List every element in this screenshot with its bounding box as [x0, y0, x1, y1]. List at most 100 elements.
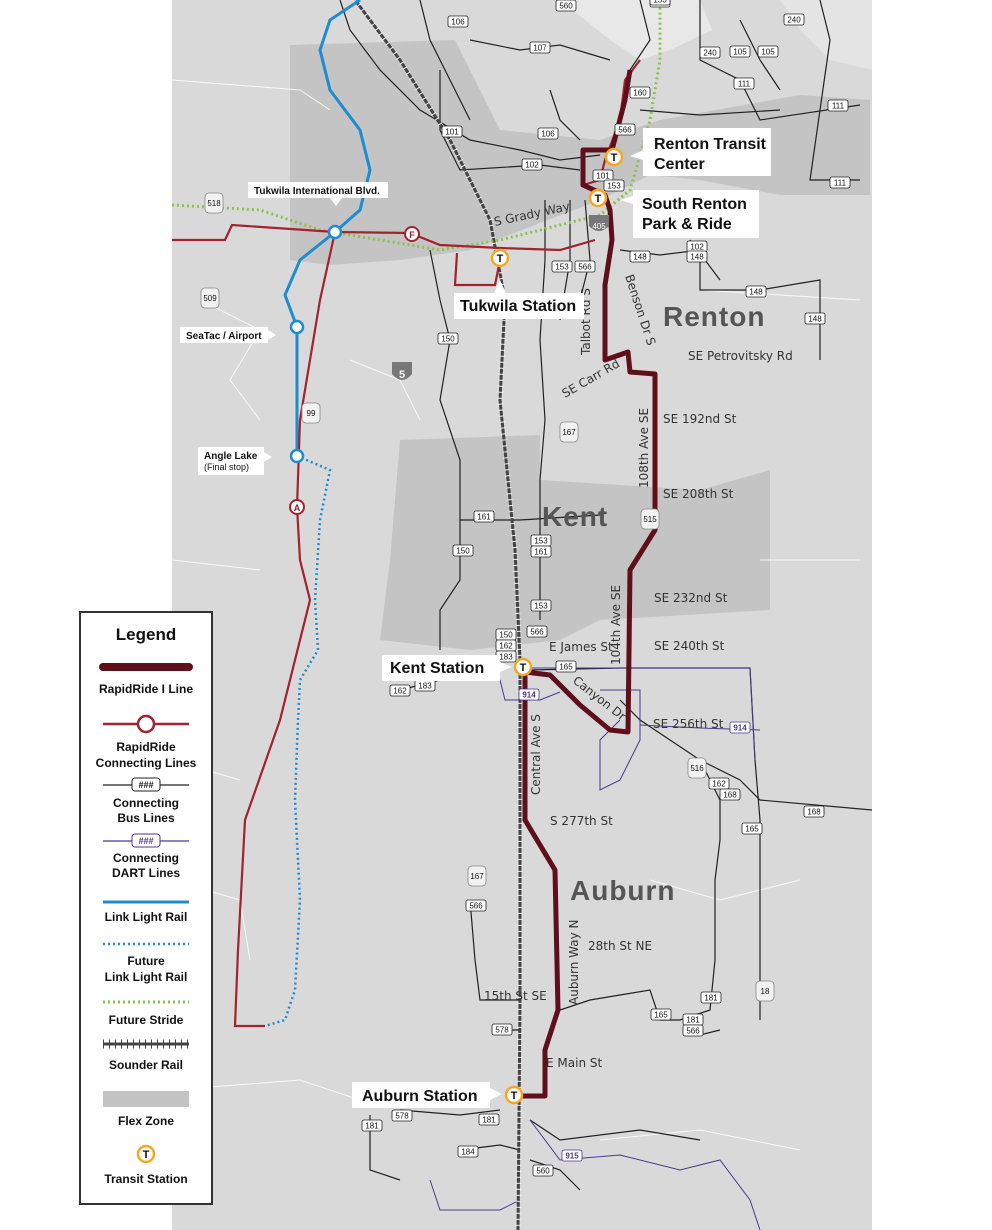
transit-station-marker	[604, 147, 624, 167]
city-renton: Renton	[663, 301, 765, 332]
route-number: 160	[633, 89, 647, 98]
flex-zones	[290, 40, 870, 650]
state-route-number: 515	[643, 515, 657, 524]
route-number: 566	[469, 902, 483, 911]
route-number: 111	[738, 80, 751, 89]
dart-number: 914	[522, 691, 536, 700]
route-number: 578	[395, 1112, 409, 1121]
route-number: 183	[499, 653, 513, 662]
route-number-box	[361, 1119, 383, 1132]
route-number: 111	[834, 179, 847, 188]
route-number-box	[491, 1023, 513, 1036]
interstate-405-shield: 405	[589, 215, 609, 231]
seatac-label: SeaTac / Airport	[180, 327, 276, 343]
street-se232: SE 232nd St	[654, 591, 728, 605]
street-se208: SE 208th St	[663, 487, 734, 501]
street-s277: S 277th St	[550, 814, 613, 828]
street-15th: 15th St SE	[484, 989, 547, 1003]
svg-text:5: 5	[399, 369, 405, 381]
street-auburnway: Auburn Way N	[567, 919, 581, 1005]
state-route-shield	[200, 287, 220, 309]
svg-text:SeaTac / Airport: SeaTac / Airport	[186, 331, 262, 342]
auburn-callout: Auburn Station	[352, 1082, 502, 1108]
route-number-box	[457, 1145, 479, 1158]
tukwila-callout: Tukwila Station	[454, 280, 584, 319]
route-number-box	[530, 599, 552, 612]
route-number-box	[452, 544, 474, 557]
dart-lines	[429, 667, 761, 1230]
route-number: 165	[559, 663, 573, 672]
route-number-box	[783, 13, 805, 26]
transit-station-letter: T	[595, 193, 602, 205]
route-number: 181	[482, 1116, 496, 1125]
route-number: 165	[654, 1011, 668, 1020]
angle-lake-station	[289, 448, 305, 464]
legend-flex-label: Flex Zone	[117, 1114, 174, 1128]
state-route-number: 516	[690, 764, 704, 773]
dart-number-box	[729, 721, 751, 734]
route-number: 101	[596, 172, 610, 181]
route-number-box	[592, 169, 614, 182]
route-number-box	[537, 127, 559, 140]
svg-text:Tukwila International Blvd.: Tukwila International Blvd.	[254, 186, 380, 197]
route-number-box	[614, 123, 636, 136]
renton-tc-callout: Renton Transit Center	[630, 128, 771, 176]
legend-dart-label-1: Connecting	[113, 851, 179, 865]
transit-station-marker	[513, 657, 533, 677]
route-number-box	[649, 0, 671, 6]
route-number: 111	[832, 102, 845, 111]
street-main: E Main St	[546, 1056, 602, 1070]
route-number-box	[465, 899, 487, 912]
city-kent: Kent	[542, 501, 608, 532]
route-number: 162	[499, 642, 513, 651]
transit-station-marker	[490, 248, 510, 268]
state-route-shield	[755, 980, 775, 1002]
state-route-number: 509	[203, 294, 217, 303]
route-number-box	[629, 86, 651, 99]
seatac-station	[289, 319, 305, 335]
legend-sounder-label: Sounder Rail	[108, 1058, 183, 1072]
route-number: 153	[534, 537, 548, 546]
route-number-box	[650, 1008, 672, 1021]
route-number: 148	[633, 253, 647, 262]
route-number: 566	[530, 628, 544, 637]
rapidride-i-line	[522, 69, 658, 1099]
route-number: 183	[418, 682, 432, 691]
minor-streets	[171, 79, 861, 1151]
state-route-number: 18	[761, 987, 770, 996]
dart-number: 914	[733, 724, 747, 733]
route-number-box	[757, 45, 779, 58]
route-a-marker: A	[289, 499, 305, 515]
legend-symbols: ### ### T	[99, 663, 193, 1164]
route-number: 161	[477, 513, 491, 522]
state-route-number: 99	[307, 409, 316, 418]
street-104th: 104th Ave SE	[609, 585, 623, 665]
dart-number-box	[518, 688, 540, 701]
route-number-box	[804, 312, 826, 325]
svg-text:F: F	[409, 230, 415, 240]
route-number: 240	[703, 49, 717, 58]
route-number: 560	[559, 2, 573, 11]
legend-bus-label-2: Bus Lines	[117, 811, 175, 825]
route-number-box	[629, 250, 651, 263]
route-number: 181	[686, 1016, 700, 1025]
route-number: 105	[733, 48, 747, 57]
svg-text:Center: Center	[654, 156, 705, 173]
svg-text:Renton Transit: Renton Transit	[654, 136, 767, 153]
legend-transit-label: Transit Station	[104, 1172, 188, 1186]
route-number-box	[682, 1024, 704, 1037]
route-number-box	[686, 250, 708, 263]
interstate-5-shield: 5	[392, 362, 412, 381]
route-number: 150	[499, 631, 513, 640]
route-number: 560	[536, 1167, 550, 1176]
street-central: Central Ave S	[529, 714, 543, 795]
route-number-box	[437, 332, 459, 345]
route-number-box	[603, 179, 625, 192]
legend-link-label: Link Light Rail	[104, 910, 188, 924]
transit-station-letter: T	[511, 1090, 518, 1102]
route-number-box	[733, 77, 755, 90]
route-number-box	[699, 46, 721, 59]
dart-number-box	[561, 1149, 583, 1162]
legend-title: Legend	[115, 625, 177, 644]
